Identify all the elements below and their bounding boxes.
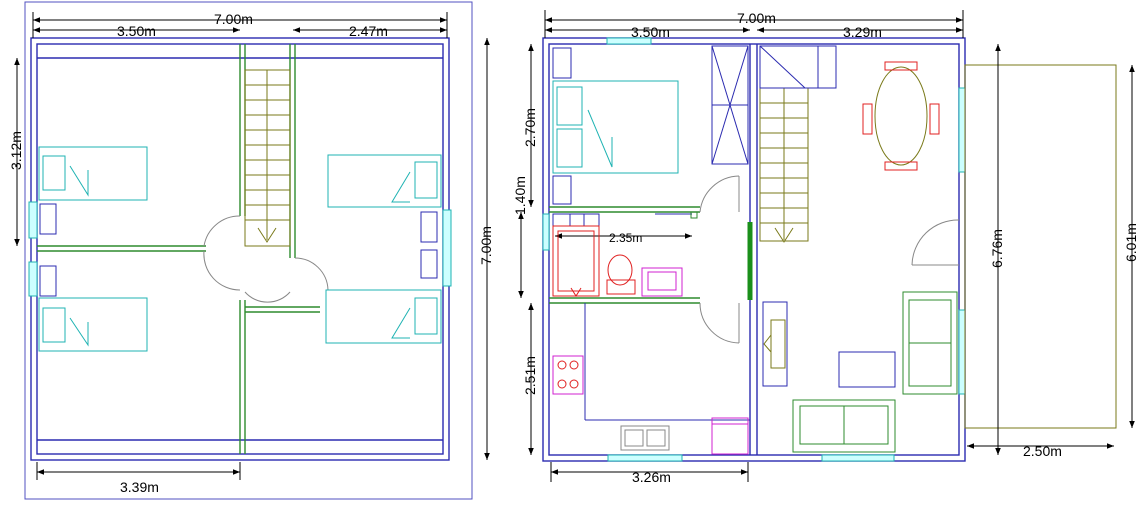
bed-top-left — [38, 146, 148, 235]
right-dim-terrace-w: 2.50m — [1023, 443, 1062, 459]
bed-bottom-left — [38, 265, 148, 352]
living-room-furniture — [762, 291, 958, 453]
bed-bottom-right — [325, 289, 442, 344]
left-dim-left-room: 3.50m — [117, 23, 156, 39]
right-dim-bottom: 3.26m — [632, 469, 671, 485]
ground-bedroom-bed — [552, 47, 679, 205]
bed-top-right — [327, 154, 442, 279]
left-dim-height-right: 7.00m — [478, 226, 494, 265]
right-dim-kitchen-h: 2.51m — [522, 356, 538, 395]
right-floor-plan: 7.00m 3.50m 3.29m 2.70m 1.40m 2.35m 2.51… — [512, 10, 1139, 485]
right-dim-bath-h: 1.40m — [512, 176, 528, 215]
left-dim-bottom: 3.39m — [120, 479, 159, 495]
left-staircase — [244, 69, 291, 247]
right-dim-left-room: 3.50m — [631, 24, 670, 40]
right-dim-terrace-h: 6.01m — [1123, 223, 1139, 262]
right-dim-living-h: 6.76m — [989, 229, 1005, 268]
wardrobe — [711, 45, 749, 165]
kitchen-fixtures — [552, 355, 749, 455]
ground-staircase — [759, 45, 837, 243]
right-dim-total-top: 7.00m — [737, 10, 776, 26]
right-dim-bath-w: 2.35m — [609, 231, 642, 245]
right-dim-right-room: 3.29m — [843, 24, 882, 40]
left-dim-total-top: 7.00m — [214, 11, 253, 27]
right-dim-bedroom-h: 2.70m — [522, 108, 538, 147]
terrace — [964, 64, 1117, 429]
dining-table — [862, 61, 940, 171]
left-dim-height-left: 3.12m — [8, 131, 24, 170]
left-dim-right-room: 2.47m — [349, 23, 388, 39]
bathroom-fixtures — [552, 211, 698, 297]
left-floor-plan: 7.00m 3.50m 2.47m 3.12m 7.00m 3.39m — [8, 1, 494, 500]
